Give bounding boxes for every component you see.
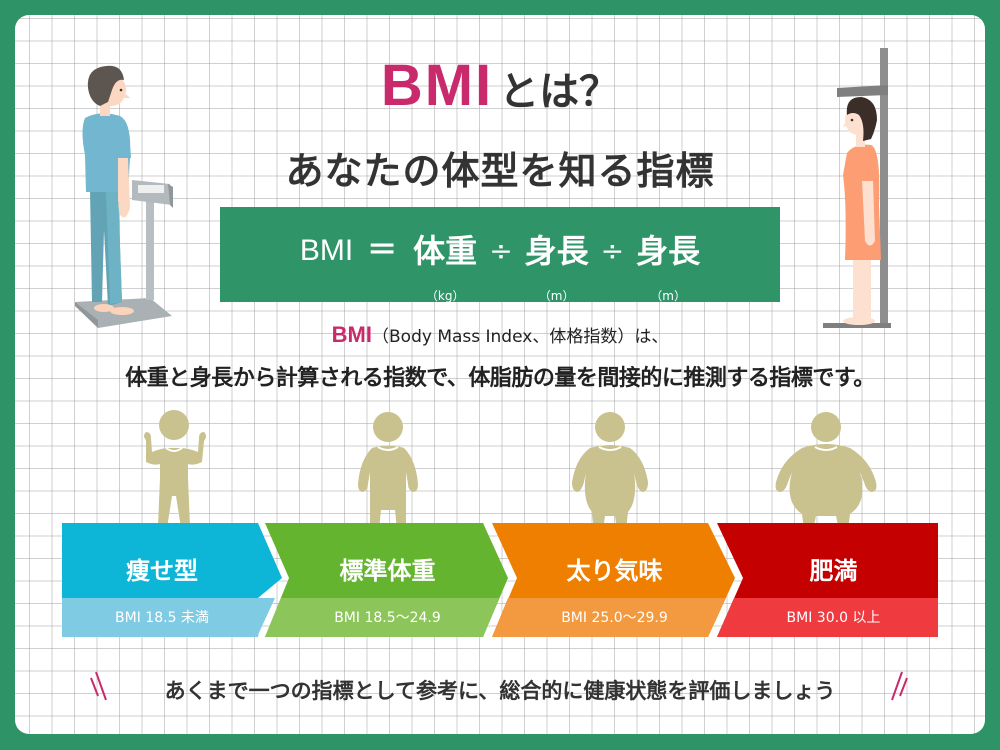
- divide-icon: ÷: [489, 234, 513, 267]
- emphasis-lines-left-icon: [90, 671, 107, 701]
- title-bmi: BMI: [380, 53, 494, 118]
- formula-equals: ＝: [367, 233, 398, 268]
- formula-weight-unit: （kg）: [425, 289, 465, 303]
- formula-height-label: 身長: [524, 232, 589, 270]
- category-range: BMI 18.5 未満: [115, 610, 209, 626]
- thin-person-icon: [144, 410, 206, 531]
- formula-weight-label: 体重: [413, 232, 478, 270]
- title-suffix: とは？: [499, 69, 620, 115]
- normal-person-icon: [358, 412, 418, 534]
- description-line-1-text: （Body Mass Index、体格指数）は、: [372, 327, 669, 347]
- page-subtitle: あなたの体型を知る指標: [285, 149, 715, 193]
- man-on-scale-illustration: [75, 65, 173, 328]
- divide-icon: ÷: [600, 234, 625, 267]
- category-label: 太り気味: [566, 557, 663, 585]
- category-range: BMI 25.0〜29.9: [561, 610, 668, 626]
- category-normal: 標準体重 BMI 18.5〜24.9: [265, 523, 510, 637]
- description-line-2: 体重と身長から計算される指数で、体脂肪の量を間接的に推測する指標です。: [125, 366, 875, 391]
- category-label: 痩せ型: [126, 557, 198, 585]
- formula-height-unit: （m）: [538, 289, 575, 303]
- formula-height-label: 身長: [636, 232, 701, 270]
- category-label: 肥満: [809, 557, 858, 585]
- obese-person-icon: [775, 412, 877, 534]
- category-range: BMI 18.5〜24.9: [334, 610, 441, 626]
- formula-height-2: 身長 （m）: [636, 229, 701, 303]
- description-highlight: BMI: [331, 322, 372, 347]
- bmi-formula-box: BMI ＝ 体重 （kg） ÷ 身長 （m） ÷ 身長 （m）: [220, 207, 780, 303]
- woman-height-measure-illustration: [823, 48, 891, 328]
- formula-height-1: 身長 （m）: [524, 229, 589, 303]
- category-label: 標準体重: [339, 557, 436, 585]
- formula-height-unit: （m）: [650, 289, 686, 303]
- formula-weight: 体重 （kg）: [413, 229, 478, 303]
- category-obese: 肥満 BMI 30.0 以上: [717, 523, 938, 637]
- category-range: BMI 30.0 以上: [786, 610, 881, 626]
- emphasis-lines-right-icon: [891, 671, 908, 701]
- description-line-1: BMI（Body Mass Index、体格指数）は、: [0, 322, 1000, 348]
- overweight-person-icon: [572, 412, 648, 534]
- category-underweight: 痩せ型 BMI 18.5 未満: [62, 523, 284, 637]
- formula-lhs: BMI: [299, 234, 354, 267]
- footer-note: あくまで一つの指標として参考に、総合的に健康状態を評価しましょう: [164, 679, 836, 703]
- category-overweight: 太り気味 BMI 25.0〜29.9: [492, 523, 737, 637]
